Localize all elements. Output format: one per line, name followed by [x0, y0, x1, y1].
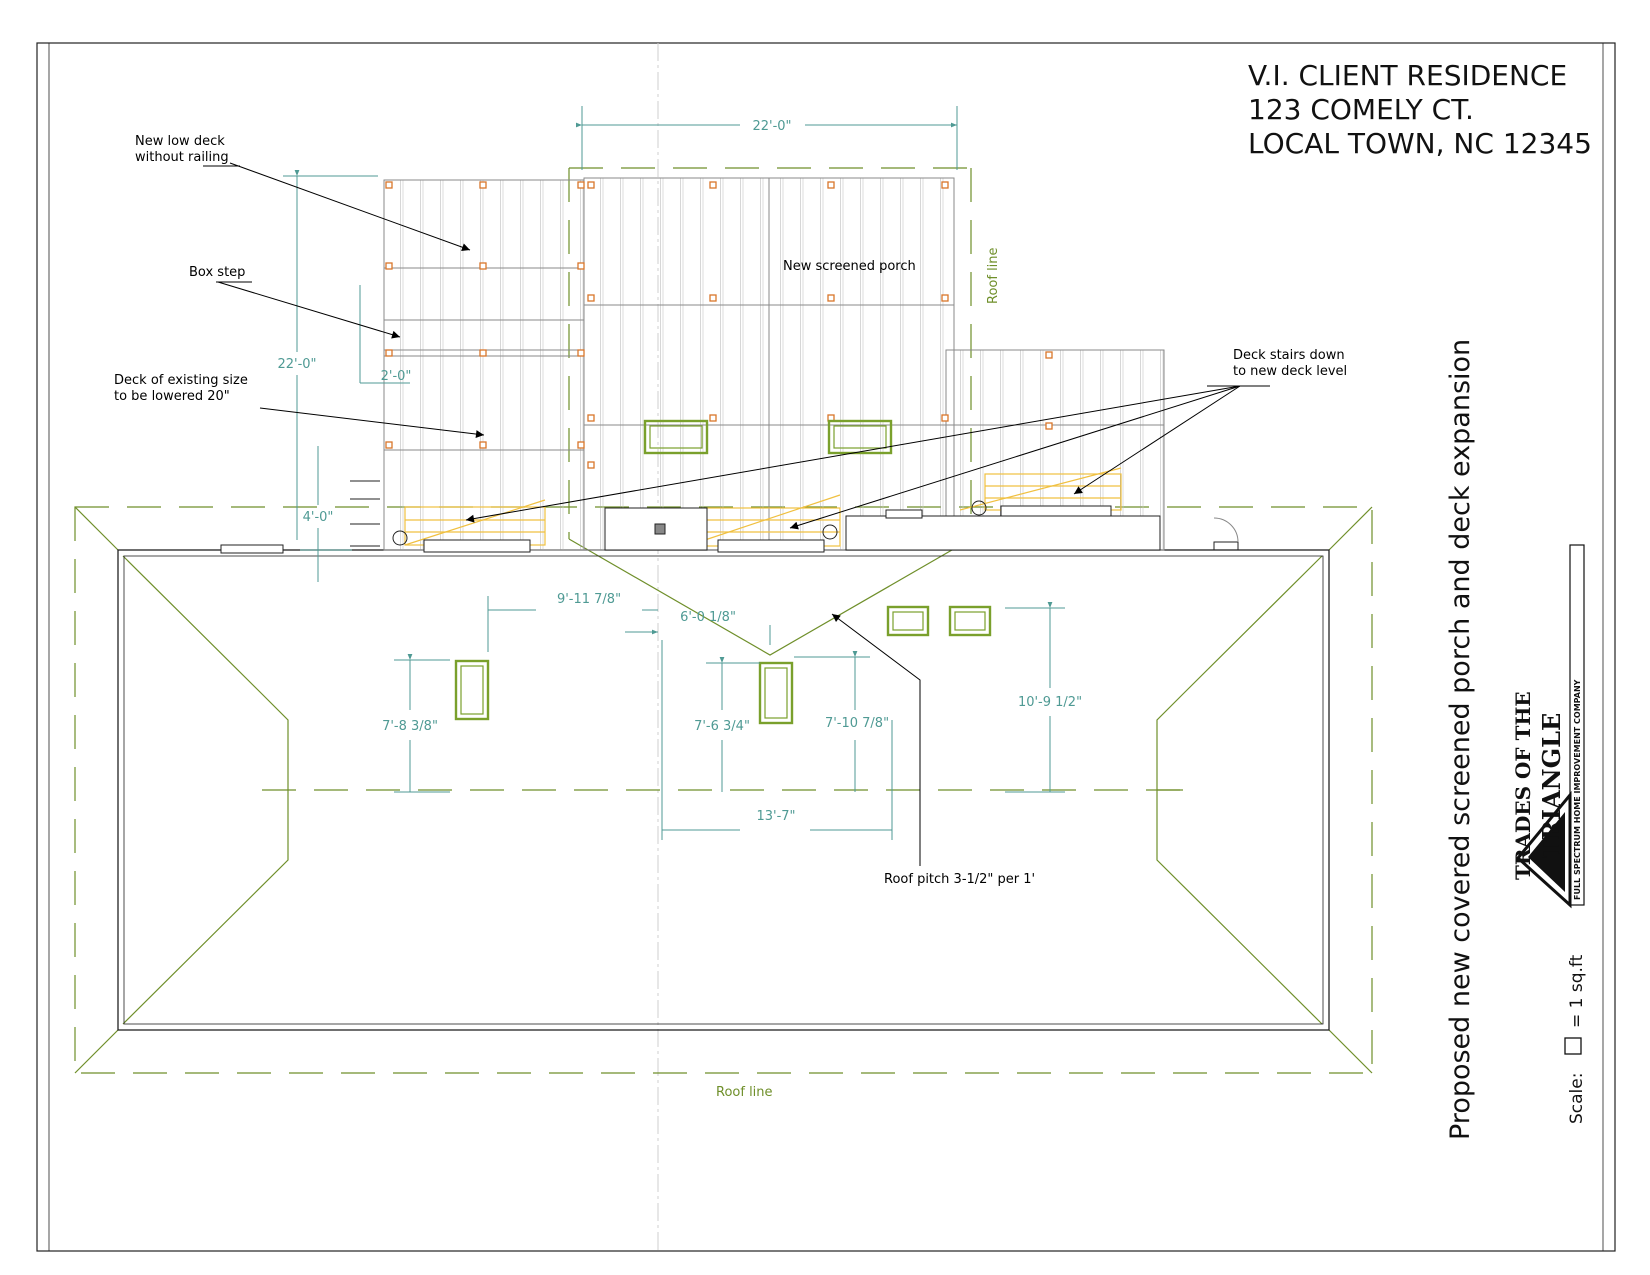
skylight-house-c	[454, 659, 490, 721]
scale-label: Scale:	[1567, 1073, 1587, 1124]
title-line-2: 123 COMELY CT.	[1248, 93, 1474, 126]
hip-left-upper	[122, 555, 289, 840]
hip-line-tl	[74, 506, 119, 551]
hip-line-tr	[1328, 506, 1373, 551]
dim-window-left: 7'-8 3/8"	[382, 719, 438, 734]
logo-line-2: TRIANGLE	[1537, 713, 1566, 858]
note-screened-porch: New screened porch	[783, 259, 916, 274]
dim-window-mid: 7'-6 3/4"	[694, 719, 750, 734]
logo-line-1: TRADES OF THE	[1511, 691, 1535, 880]
scale-square-icon	[1564, 1037, 1582, 1055]
note-roof-pitch: Roof pitch 3-1/2" per 1'	[884, 872, 1035, 887]
side-title: Proposed new covered screened porch and …	[1445, 339, 1476, 1140]
leader-arrows	[203, 162, 1270, 866]
sheet-border	[36, 42, 1616, 1252]
dim-offset-b: 6'-0 1/8"	[680, 610, 736, 625]
skylight-house-a	[886, 605, 930, 637]
skylight-house-d	[758, 661, 794, 725]
porch-roof-valley	[568, 538, 972, 656]
note-box-step: Box step	[189, 265, 245, 280]
note-deck-existing-1: Deck of existing size	[114, 373, 248, 388]
note-deck-existing-2: to be lowered 20"	[114, 389, 230, 404]
low-deck-frame	[383, 179, 585, 551]
hip-right-lower	[1156, 840, 1323, 1025]
hip-left-lower	[122, 840, 289, 1025]
deck-posts	[385, 181, 1053, 469]
scale-note: Scale: = 1 sq.ft	[1564, 954, 1587, 1124]
wall-features	[220, 480, 1239, 554]
deck-framing	[383, 177, 1165, 551]
dim-deck-offset: 4'-0"	[303, 510, 334, 525]
note-low-deck-2: without railing	[135, 150, 229, 165]
dim-porch-width: 22'-0"	[752, 119, 791, 134]
title-line-3: LOCAL TOWN, NC 12345	[1248, 127, 1592, 160]
dim-span-bottom: 13'-7"	[756, 809, 795, 824]
scale-value: = 1 sq.ft	[1567, 954, 1587, 1028]
dimension-labels: 22'-0" 22'-0" 2'-0" 4'-0" 9'-11 7/8" 6'-…	[277, 119, 1082, 824]
roof-line-label-top: Roof line	[986, 247, 1001, 304]
roof-line-label-bottom: Roof line	[716, 1085, 773, 1100]
note-stairs-2: to new deck level	[1233, 364, 1347, 379]
skylight-house-b	[948, 605, 992, 637]
dim-window-right: 10'-9 1/2"	[1018, 695, 1082, 710]
note-low-deck-1: New low deck	[135, 134, 225, 149]
callout-notes: New low deck without railing Box step De…	[114, 134, 1347, 887]
house-wall-inner	[123, 555, 1324, 1025]
logo-tagline: FULL SPECTRUM HOME IMPROVEMENT COMPANY	[1573, 679, 1582, 900]
dim-window-mid2: 7'-10 7/8"	[825, 716, 889, 731]
company-logo: FULL SPECTRUM HOME IMPROVEMENT COMPANY T…	[1511, 544, 1585, 909]
skylight-porch-left	[643, 419, 709, 455]
dim-offset-a: 9'-11 7/8"	[557, 592, 621, 607]
note-stairs-1: Deck stairs down	[1233, 348, 1345, 363]
skylight-porch-right	[827, 419, 893, 455]
hip-line-br	[1328, 1029, 1373, 1074]
hip-right-upper	[1156, 555, 1323, 840]
title-line-1: V.I. CLIENT RESIDENCE	[1248, 59, 1567, 92]
dim-box-step: 2'-0"	[381, 369, 412, 384]
dim-deck-height: 22'-0"	[277, 357, 316, 372]
skylights	[454, 419, 992, 725]
hip-line-bl	[74, 1029, 119, 1074]
title-block: V.I. CLIENT RESIDENCE 123 COMELY CT. LOC…	[1248, 59, 1592, 160]
dimension-lines	[283, 106, 1065, 840]
